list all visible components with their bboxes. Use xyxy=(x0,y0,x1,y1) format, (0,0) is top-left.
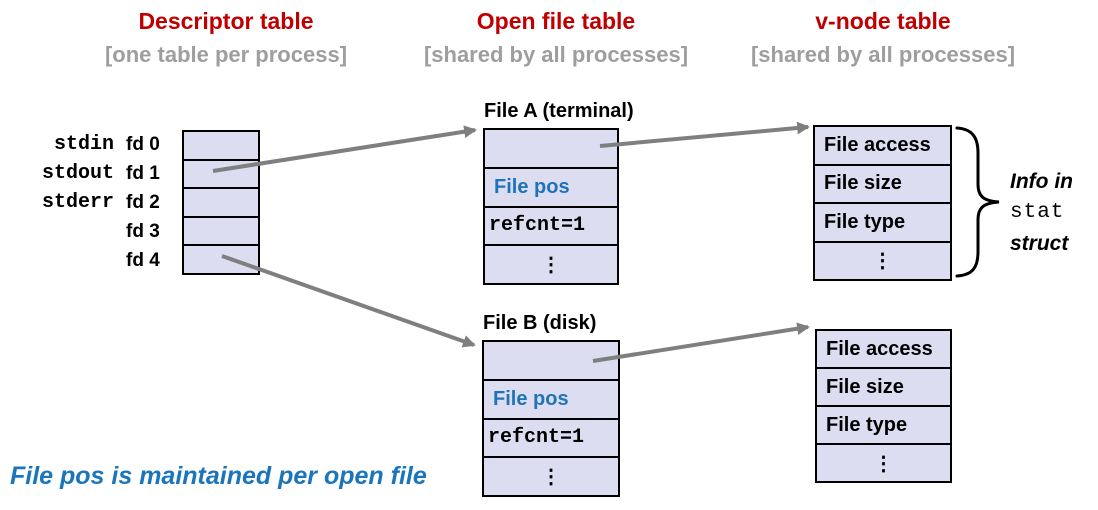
stat-info-line1: Info in xyxy=(1010,169,1073,193)
arrow-file-b-to-vnode-icon xyxy=(592,322,810,363)
vnode-b-ellipsis-cell: ⋮ xyxy=(817,443,950,481)
fd-labels: fd 0 fd 1 fd 2 fd 3 fd 4 xyxy=(126,130,176,275)
vnode-a-ellipsis-cell: ⋮ xyxy=(815,240,950,280)
vnode-table-b: File access File size File type ⋮ xyxy=(815,329,952,483)
vnode-a-file-size-cell: File size xyxy=(815,163,950,203)
curly-brace-icon xyxy=(955,126,1000,278)
open-file-table-title: Open file table xyxy=(476,8,636,34)
vnode-b-file-access-cell: File access xyxy=(826,337,933,360)
arrow-file-a-to-vnode-icon xyxy=(599,121,810,148)
fd3-label: fd 3 xyxy=(126,220,160,242)
descriptor-table xyxy=(182,130,260,275)
footnote-text: File pos is maintained per open file xyxy=(10,462,427,490)
file-b-refcnt-cell: refcnt=1 xyxy=(484,417,618,457)
stat-info-line2: stat xyxy=(1010,201,1065,224)
stdio-labels: stdin stdout stderr xyxy=(26,130,114,217)
file-a-ellipsis-cell: ⋮ xyxy=(485,244,617,283)
fd0-label: fd 0 xyxy=(126,133,160,155)
vnode-table-subtitle: [shared by all processes] xyxy=(750,42,1016,67)
descriptor-cell-fd2 xyxy=(184,187,258,216)
vnode-a-file-type-cell: File type xyxy=(815,202,950,241)
fd4-label: fd 4 xyxy=(126,249,160,271)
fd1-label: fd 1 xyxy=(126,162,160,184)
vnode-a-file-access-cell: File access xyxy=(824,133,931,156)
stderr-label: stderr xyxy=(41,191,114,214)
stdin-label: stdin xyxy=(53,133,114,156)
file-b-heading: File B (disk) xyxy=(483,312,597,334)
file-b-ellipsis-cell: ⋮ xyxy=(484,456,618,495)
file-a-refcnt-cell: refcnt=1 xyxy=(485,205,617,245)
file-b-table: File pos refcnt=1 ⋮ xyxy=(482,340,620,497)
vnode-b-file-size-cell: File size xyxy=(817,367,950,405)
descriptor-cell-fd4 xyxy=(184,244,258,273)
file-b-pointer-cell xyxy=(484,342,618,379)
file-a-filepos-cell: File pos xyxy=(485,166,617,206)
open-file-table-subtitle: [shared by all processes] xyxy=(423,42,689,67)
stat-info-annotation: Info in stat struct xyxy=(1010,166,1073,259)
file-a-heading: File A (terminal) xyxy=(484,100,634,122)
vnode-table-title: v-node table xyxy=(815,8,951,34)
descriptor-table-title: Descriptor table xyxy=(138,8,314,34)
descriptor-cell-fd1 xyxy=(184,158,258,188)
file-a-table: File pos refcnt=1 ⋮ xyxy=(483,128,619,285)
descriptor-cell-fd3 xyxy=(184,215,258,245)
stat-info-line3: struct xyxy=(1010,231,1069,255)
descriptor-cell-fd0 xyxy=(184,132,258,159)
vnode-b-file-type-cell: File type xyxy=(817,405,950,443)
vnode-table-a: File access File size File type ⋮ xyxy=(813,125,952,281)
fd2-label: fd 2 xyxy=(126,191,160,213)
descriptor-table-subtitle: [one table per process] xyxy=(104,42,348,67)
stdout-label: stdout xyxy=(41,162,114,185)
file-b-filepos-cell: File pos xyxy=(484,378,618,418)
file-a-pointer-cell xyxy=(485,130,617,167)
